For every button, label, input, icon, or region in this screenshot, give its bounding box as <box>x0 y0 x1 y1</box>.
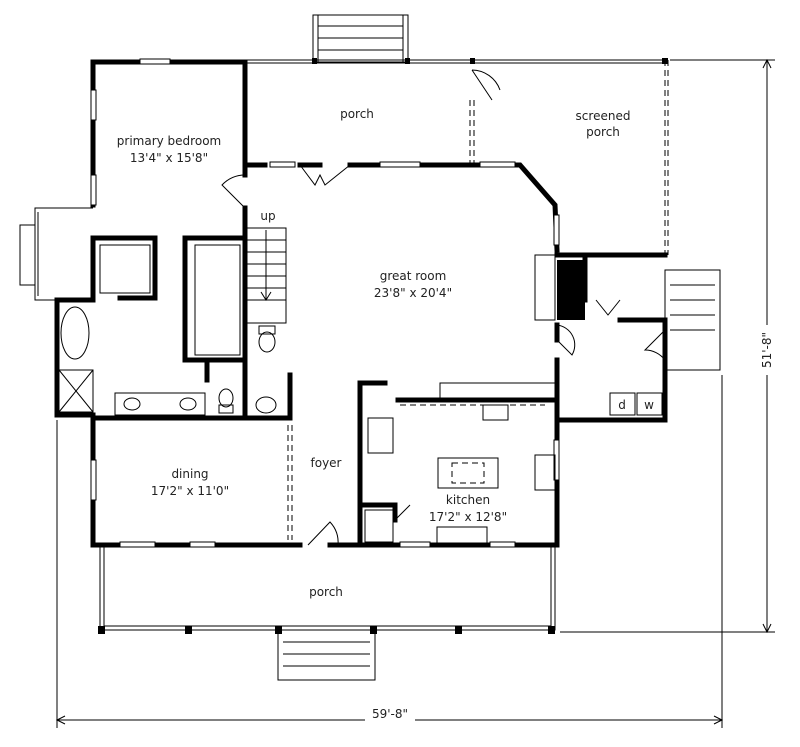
windows <box>90 58 560 548</box>
staircase: up <box>245 209 287 324</box>
fixtures: d w <box>58 244 663 544</box>
dimension-depth: 51'-8" <box>560 58 776 634</box>
dining-size: 17'2" x 11'0" <box>151 484 229 498</box>
doors <box>221 164 666 546</box>
kitchen-label: kitchen <box>446 493 490 507</box>
primary-bedroom-size: 13'4" x 15'8" <box>130 151 208 165</box>
rear-porch-label: porch <box>340 107 374 121</box>
screened-porch-label-2: porch <box>586 125 620 139</box>
great-room-label: great room <box>380 269 447 283</box>
great-room-size: 23'8" x 20'4" <box>374 286 452 300</box>
dryer-label: d <box>618 398 626 412</box>
screened-porch-label-1: screened <box>576 109 631 123</box>
dining-label: dining <box>171 467 208 481</box>
primary-bedroom-label: primary bedroom <box>117 134 221 148</box>
side-steps <box>664 269 721 371</box>
bay-window <box>19 207 93 301</box>
kitchen-size: 17'2" x 12'8" <box>429 510 507 524</box>
dimension-width: 59'-8" <box>55 375 724 728</box>
washer-label: w <box>644 398 654 412</box>
rear-steps <box>312 14 409 63</box>
front-porch <box>98 545 556 681</box>
stairs-up-label: up <box>260 209 275 223</box>
rear-porch <box>245 58 669 255</box>
depth-dimension-label: 51'-8" <box>760 332 774 368</box>
front-porch-label: porch <box>309 585 343 599</box>
width-dimension-label: 59'-8" <box>372 707 408 721</box>
foyer-label: foyer <box>311 456 342 470</box>
